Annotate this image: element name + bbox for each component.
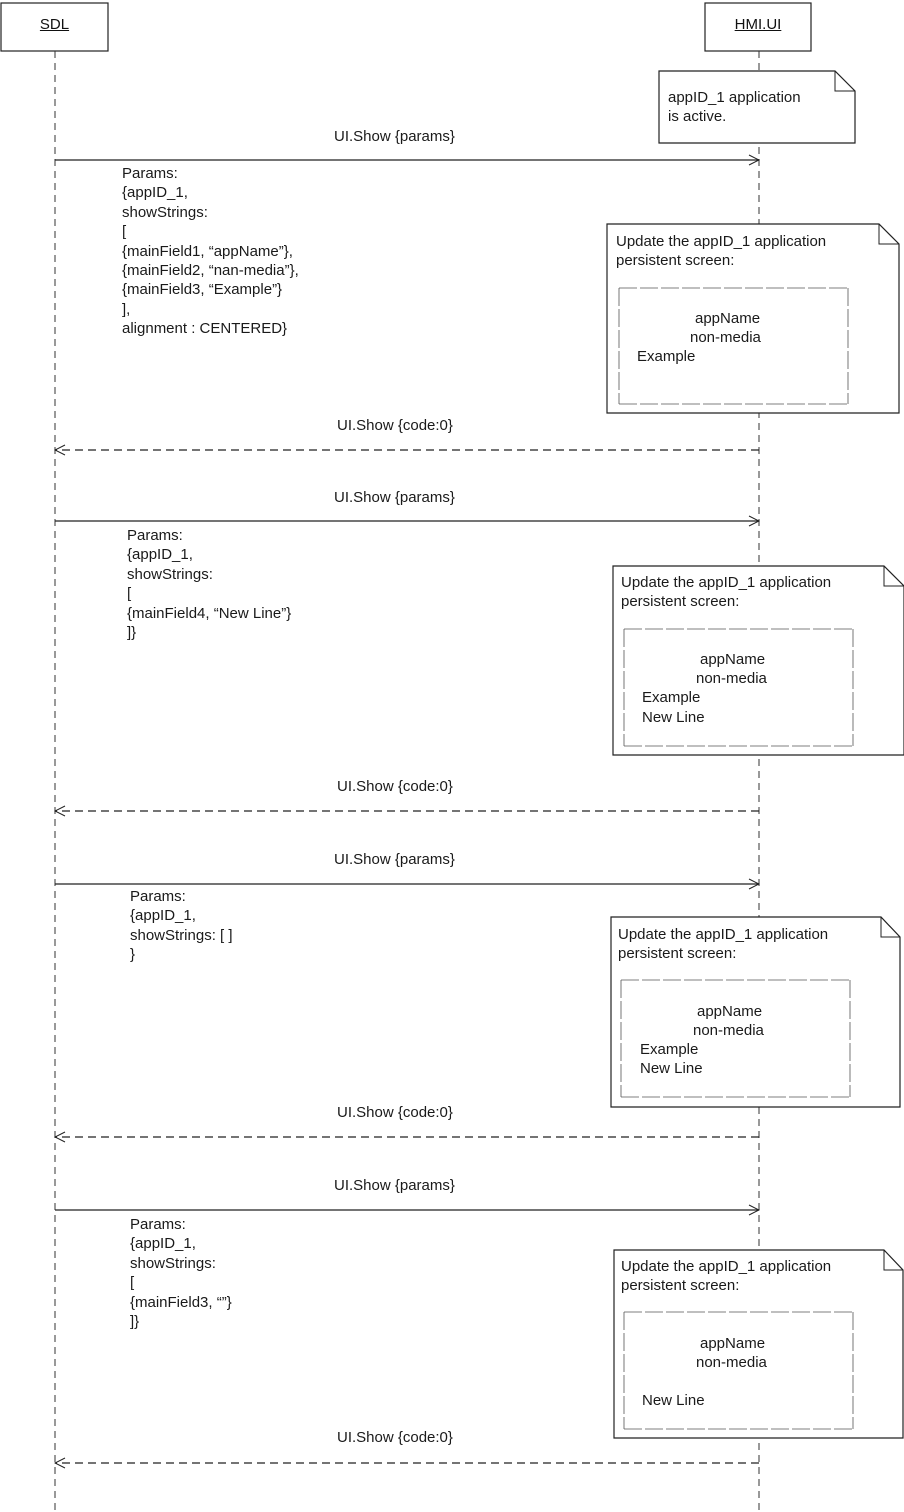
sdl-actor-label: SDL: [39, 16, 70, 33]
request-label-2: UI.Show {params}: [334, 489, 455, 506]
active-note-fold: [834, 71, 855, 92]
update-note-2-fold: [883, 566, 904, 587]
response-label-2: UI.Show {code:0}: [337, 778, 453, 795]
screen-3-line-1: appName: [697, 1003, 763, 1020]
screen-1-line-3: Example: [637, 348, 696, 365]
hmi-actor-label: HMI.UI: [734, 16, 782, 33]
screen-1-line-2: non-media: [690, 329, 761, 346]
screen-2-line-1: appName: [700, 651, 766, 668]
screen-2-line-3: Example: [642, 689, 701, 706]
request-label-3: UI.Show {params}: [334, 851, 455, 868]
update-note-1-fold: [878, 224, 899, 245]
screen-4-line-4: New Line: [642, 1392, 705, 1409]
screen-4-line-2: non-media: [696, 1354, 767, 1371]
screen-3-line-3: Example: [640, 1041, 699, 1058]
screen-2-line-2: non-media: [696, 670, 767, 687]
screen-4-line-1: appName: [700, 1335, 766, 1352]
screen-3-line-4: New Line: [640, 1060, 703, 1077]
params-block-3: Params:{appID_1,showStrings: [ ]}: [130, 888, 233, 964]
params-block-1: Params:{appID_1,showStrings:[{mainField1…: [122, 165, 299, 338]
update-note-4-fold: [883, 1250, 903, 1271]
update-note-4-shape: [613, 1249, 904, 1439]
update-note-1-shape: [606, 223, 900, 414]
params-block-4: Params:{appID_1,showStrings:[{mainField3…: [130, 1216, 232, 1331]
screen-frame-3: [620, 979, 851, 1098]
update-note-2-shape: [612, 565, 904, 756]
response-label-3: UI.Show {code:0}: [337, 1104, 453, 1121]
screen-1-line-1: appName: [695, 310, 761, 327]
update-note-3-shape: [610, 916, 901, 1108]
screen-2-line-4: New Line: [642, 709, 705, 726]
response-label-4: UI.Show {code:0}: [337, 1429, 453, 1446]
active-note-shape: [658, 70, 856, 144]
params-block-2: Params:{appID_1,showStrings:[{mainField4…: [127, 527, 292, 642]
request-label-1: UI.Show {params}: [334, 128, 455, 145]
hmi-actor-box: [704, 2, 812, 52]
response-label-1: UI.Show {code:0}: [337, 417, 453, 434]
screen-frame-2: [623, 628, 854, 747]
screen-frame-1: [618, 287, 849, 405]
update-note-3-fold: [880, 917, 900, 938]
screen-frame-4: [623, 1311, 854, 1430]
sdl-actor-box: [0, 2, 109, 52]
request-label-4: UI.Show {params}: [334, 1177, 455, 1194]
screen-3-line-2: non-media: [693, 1022, 764, 1039]
